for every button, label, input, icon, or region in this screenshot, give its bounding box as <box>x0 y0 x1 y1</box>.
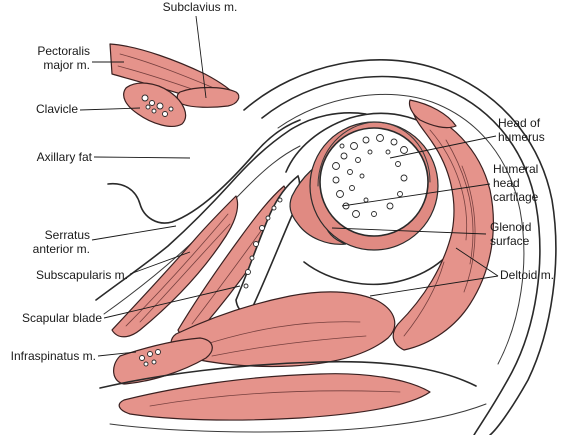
label-glenoid-surface: Glenoid surface <box>490 220 531 248</box>
infraspinatus-fat-pores <box>139 349 161 367</box>
humeral-head-rim <box>317 121 431 187</box>
label-cartilage-line2: head <box>493 176 520 190</box>
clavicle-bone <box>123 82 187 127</box>
leader-lines <box>79 15 499 357</box>
axillary-fat-boundary <box>107 119 301 224</box>
lower-band-fiber <box>149 390 401 407</box>
clavicle-marrow <box>141 94 174 117</box>
deltoid-fiber <box>429 129 468 241</box>
label-subclavius: Subclavius m. <box>150 0 250 14</box>
label-axillary-fat: Axillary fat <box>0 150 92 164</box>
deep-fascia-contour <box>277 93 525 365</box>
pectoralis-fiber <box>119 53 215 89</box>
label-scapular-blade: Scapular blade <box>0 311 102 325</box>
label-pectoralis-line1: Pectoralis <box>37 44 90 58</box>
serratus-fiber <box>139 223 231 323</box>
label-subclavius-text: Subclavius m. <box>162 0 238 14</box>
posterior-fiber <box>199 321 361 347</box>
deltoid-fiber <box>461 165 476 293</box>
label-serratus-line1: Serratus <box>44 228 90 242</box>
label-glenoid-line2: surface <box>490 234 530 248</box>
label-serratus-anterior: Serratus anterior m. <box>0 228 90 256</box>
lower-muscle-band <box>118 373 431 421</box>
label-clavicle: Clavicle <box>0 102 78 116</box>
label-pectoralis-major: Pectoralis major m. <box>0 44 90 72</box>
label-cartilage-line3: cartilage <box>493 190 539 204</box>
label-head-humerus-line2: humerus <box>498 130 545 144</box>
label-infraspinatus-text: Infraspinatus m. <box>10 349 96 363</box>
subclavius-muscle <box>176 86 240 108</box>
subcutaneous-contour <box>261 75 541 435</box>
label-subscapularis-text: Subscapularis m. <box>35 268 128 282</box>
posterior-skin-contour <box>99 360 477 389</box>
posterior-skin-contour-2 <box>109 403 487 433</box>
label-cartilage-line1: Humeral <box>493 162 539 176</box>
label-glenoid-line1: Glenoid <box>490 220 532 234</box>
label-humeral-head-cartilage: Humeral head cartilage <box>493 162 538 204</box>
label-subscapularis: Subscapularis m. <box>0 268 128 282</box>
infraspinatus-muscle <box>113 337 213 385</box>
posterior-fiber <box>211 335 367 357</box>
label-clavicle-text: Clavicle <box>35 102 78 116</box>
humeral-head-cancellous <box>332 134 408 218</box>
deltoid-anterior-slip <box>408 99 457 129</box>
label-scapular-blade-text: Scapular blade <box>21 311 102 325</box>
label-serratus-line2: anterior m. <box>32 242 90 256</box>
skin-contour <box>243 59 557 435</box>
serratus-fiber <box>125 213 229 327</box>
serratus-anterior-muscle <box>111 195 239 338</box>
chest-wall-contour <box>95 111 367 301</box>
label-infraspinatus: Infraspinatus m. <box>0 349 96 363</box>
label-deltoid-text: Deltoid m. <box>500 268 555 282</box>
deltoid-fiber <box>445 139 474 265</box>
scapula-marrow <box>243 197 283 289</box>
label-deltoid: Deltoid m. <box>500 268 554 282</box>
label-axillary-fat-text: Axillary fat <box>36 150 92 164</box>
label-pectoralis-line2: major m. <box>43 58 90 72</box>
deltoid-fiber <box>403 261 445 337</box>
label-head-of-humerus: Head of humerus <box>498 116 545 144</box>
deltoid-muscle <box>392 107 494 351</box>
label-head-humerus-line1: Head of <box>498 116 541 130</box>
